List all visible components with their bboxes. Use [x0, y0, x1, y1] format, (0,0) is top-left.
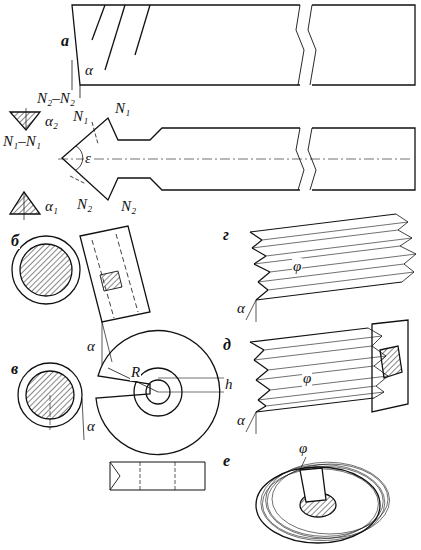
tool-edge: [372, 346, 386, 356]
tool-edge: [254, 346, 372, 360]
prismatic-form-tool: [246, 214, 416, 322]
angle-label: N₁: [114, 100, 131, 117]
panel-letter: б: [10, 232, 20, 249]
round-tool-setup: [18, 331, 234, 490]
angle-label: φ: [292, 258, 302, 275]
tool-edge: [256, 366, 374, 380]
tool-edge: [264, 336, 382, 350]
angle-label: φ: [298, 440, 308, 457]
angle-label: α₁: [44, 198, 59, 215]
angle-label: N₂: [76, 196, 93, 213]
angle-label: N₂: [120, 198, 137, 215]
tool-edge: [268, 272, 414, 290]
angle-label: α: [86, 338, 96, 355]
angle-label: φ: [302, 370, 312, 387]
angle-label: α: [236, 300, 246, 317]
angle-label: N₁–N₁: [2, 133, 42, 150]
tool-side-view: [72, 5, 415, 98]
tool-edge: [254, 246, 400, 264]
tool-edge: [258, 282, 268, 290]
tool-edge: [254, 264, 270, 272]
prismatic-tool-setup: [12, 226, 150, 365]
tool-edge: [372, 336, 382, 346]
angle-label: N₂–N₂: [36, 90, 76, 107]
tool-edge: [256, 282, 402, 300]
tool-edge: [258, 386, 376, 400]
panel-letter: г: [222, 226, 230, 243]
tool-edge: [396, 214, 408, 222]
tool-edge: [252, 230, 398, 248]
tool-plan-view: [10, 108, 415, 220]
tool-edge: [374, 366, 388, 376]
angle-label: N₁: [72, 108, 89, 125]
angle-label: α: [84, 62, 94, 79]
angle-label: R: [130, 364, 141, 381]
angle-label: α₂: [44, 113, 59, 130]
tool-edge: [376, 386, 384, 392]
panel-letter: д: [222, 336, 232, 353]
tool-edge: [262, 222, 408, 240]
angle-label: h: [224, 376, 234, 393]
tool-edge: [254, 350, 264, 360]
groove-ring: [262, 469, 378, 539]
tool-edge: [268, 356, 386, 370]
angle-label: α: [86, 418, 96, 435]
tool-edge: [254, 360, 268, 370]
tool-edge: [258, 400, 266, 406]
tool-edge: [250, 342, 264, 350]
panel-letter: е: [222, 452, 231, 469]
panel-letter: а: [60, 32, 70, 49]
panel-letter: в: [10, 360, 19, 377]
tool-edge: [250, 232, 262, 240]
prismatic-tool-holder: [246, 320, 408, 434]
tool-edge: [398, 230, 412, 238]
angle-label: ε: [84, 150, 92, 167]
tool-edge: [256, 380, 270, 390]
tool-edge: [400, 246, 416, 254]
angle-label: α: [236, 412, 246, 429]
tool-edge: [258, 264, 404, 282]
tool-edge: [256, 398, 374, 412]
tool-edge: [250, 214, 396, 232]
tool-edge: [270, 376, 388, 390]
round-form-tool: [256, 457, 390, 543]
tool-edge: [252, 248, 266, 256]
tool-edge: [368, 328, 382, 336]
tool-edge: [404, 264, 414, 272]
